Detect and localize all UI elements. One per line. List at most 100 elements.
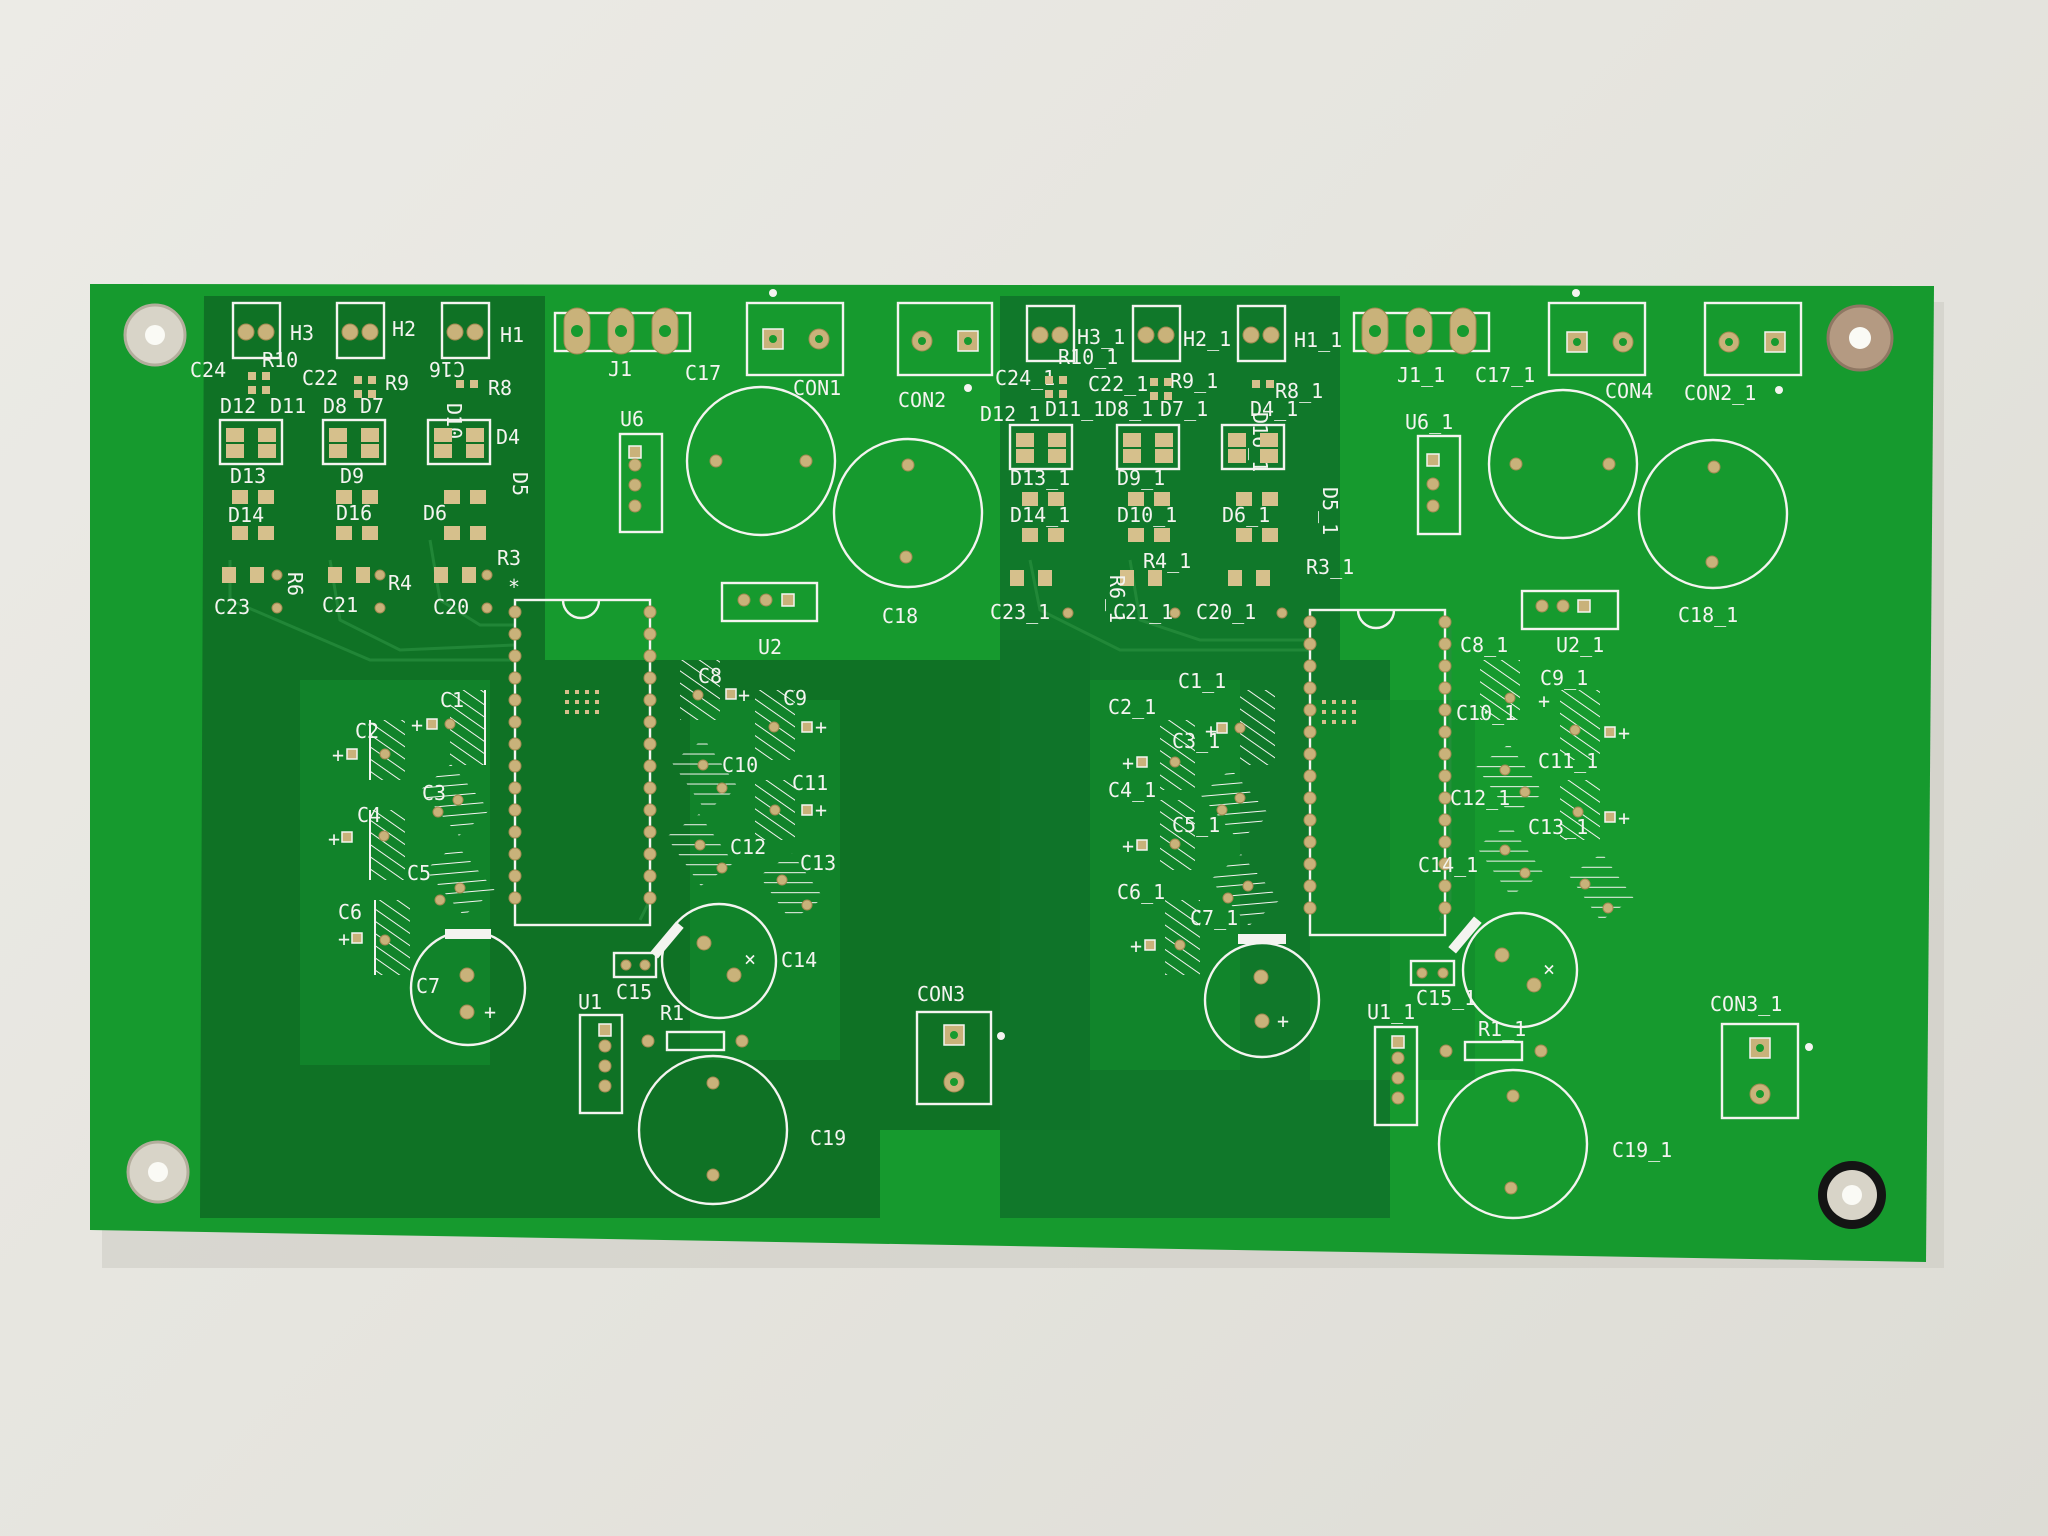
label-j1-1: J1_1 <box>1397 363 1445 387</box>
label-c10: C10 <box>722 753 758 777</box>
label-c17-1: C17_1 <box>1475 363 1535 387</box>
ic-pin <box>508 737 522 751</box>
diode-array-right <box>1008 423 1288 619</box>
label-c1-1: C1_1 <box>1178 669 1226 693</box>
label-c18: C18 <box>882 604 918 628</box>
label-r8-1: R8_1 <box>1275 379 1323 403</box>
label-c13-1: C13_1 <box>1528 815 1588 839</box>
cap-pads-left <box>341 688 813 946</box>
connector-con3-1 <box>1720 1022 1813 1120</box>
label-c11: C11 <box>792 771 828 795</box>
label-r8: R8 <box>488 376 512 400</box>
ic-pin <box>1438 681 1452 695</box>
ic-pin <box>643 803 657 817</box>
ic-pin <box>1438 791 1452 805</box>
capacitor-c18-1 <box>1637 438 1789 590</box>
regulator-u1-1 <box>1373 1025 1419 1127</box>
header-h2 <box>335 301 386 360</box>
label-c4-1: C4_1 <box>1108 778 1156 802</box>
label-d12: D12 <box>220 394 256 418</box>
label-con4: CON4 <box>1605 379 1653 403</box>
smd-row-top <box>248 372 478 398</box>
label-c22: C22 <box>302 366 338 390</box>
connector-j1-1 <box>1352 307 1491 355</box>
ic-pin <box>643 847 657 861</box>
label-c11-1: C11_1 <box>1538 749 1598 773</box>
plus-c2-1: + <box>1122 751 1134 775</box>
mounting-hole-bottom-left <box>126 1140 190 1204</box>
label-c15: C15 <box>616 980 652 1004</box>
label-r3-1: R3_1 <box>1306 555 1354 579</box>
ic-pin <box>1303 725 1317 739</box>
ic-pin <box>1303 681 1317 695</box>
cross-c14-1: × <box>1543 957 1555 981</box>
marker-star: * <box>508 575 520 599</box>
ic-pin <box>508 715 522 729</box>
label-c12-1: C12_1 <box>1450 786 1510 810</box>
ic-pin <box>1303 659 1317 673</box>
label-c2-1: C2_1 <box>1108 695 1156 719</box>
ic-pin <box>643 781 657 795</box>
label-d8-1: D8_1 <box>1105 397 1153 421</box>
label-h1-1: H1_1 <box>1294 328 1342 352</box>
ic-pin <box>643 627 657 641</box>
header-h1-1 <box>1236 304 1287 363</box>
label-d12-1: D12_1 <box>980 402 1040 426</box>
label-c20-1: C20_1 <box>1196 600 1256 624</box>
capacitor-c7 <box>409 929 527 1047</box>
ic-pin <box>643 671 657 685</box>
ic-pin <box>643 891 657 905</box>
ic-pin <box>1438 659 1452 673</box>
ic-pin <box>643 825 657 839</box>
label-c14: C14 <box>781 948 817 972</box>
ic-pin <box>508 803 522 817</box>
label-c15-1: C15_1 <box>1416 986 1476 1010</box>
label-con2: CON2 <box>898 388 946 412</box>
label-d6-1: D6_1 <box>1222 503 1270 527</box>
label-d11-1: D11_1 <box>1045 397 1105 421</box>
label-c16: C16 <box>429 357 465 381</box>
ic-pin <box>643 737 657 751</box>
label-c7-1: C7_1 <box>1190 906 1238 930</box>
label-c3: C3 <box>422 781 446 805</box>
plus-c8: + <box>738 683 750 707</box>
label-j1: J1 <box>608 357 632 381</box>
ic-pin <box>1438 747 1452 761</box>
plus-c11-1: + <box>1618 721 1630 745</box>
ic-pin <box>508 759 522 773</box>
connector-con3 <box>915 1010 1005 1106</box>
connector-con2-1 <box>1703 301 1803 394</box>
regulator-u2 <box>720 581 819 623</box>
resistor-r1-1 <box>1439 1040 1548 1062</box>
ic-pin <box>1303 615 1317 629</box>
label-d7: D7 <box>360 394 384 418</box>
ic-pin <box>1438 769 1452 783</box>
ic-pin <box>1303 835 1317 849</box>
header-h3 <box>231 301 282 360</box>
ic-dip-right <box>1303 608 1452 937</box>
header-h2-1 <box>1131 304 1182 363</box>
connector-j1 <box>553 307 692 355</box>
label-con3: CON3 <box>917 982 965 1006</box>
label-u1: U1 <box>578 990 602 1014</box>
label-d13: D13 <box>230 464 266 488</box>
label-con3-1: CON3_1 <box>1710 992 1782 1016</box>
label-r4-1: R4_1 <box>1143 549 1191 573</box>
capacitor-c15 <box>612 951 658 979</box>
smd-row-top-right <box>1045 376 1274 400</box>
ic-pin <box>643 605 657 619</box>
label-con2-1: CON2_1 <box>1684 381 1756 405</box>
label-c8: C8 <box>698 664 722 688</box>
label-c21-1: C21_1 <box>1113 600 1173 624</box>
plus-c6: + <box>338 927 350 951</box>
ic-pin <box>1438 725 1452 739</box>
label-u1-1: U1_1 <box>1367 1000 1415 1024</box>
cap-hatch-c4 <box>369 810 405 880</box>
label-r9-1: R9_1 <box>1170 369 1218 393</box>
label-c1: C1 <box>440 688 464 712</box>
label-u6-1: U6_1 <box>1405 410 1453 434</box>
ic-pin <box>508 627 522 641</box>
ic-pin <box>1303 637 1317 651</box>
ic-pin <box>508 693 522 707</box>
